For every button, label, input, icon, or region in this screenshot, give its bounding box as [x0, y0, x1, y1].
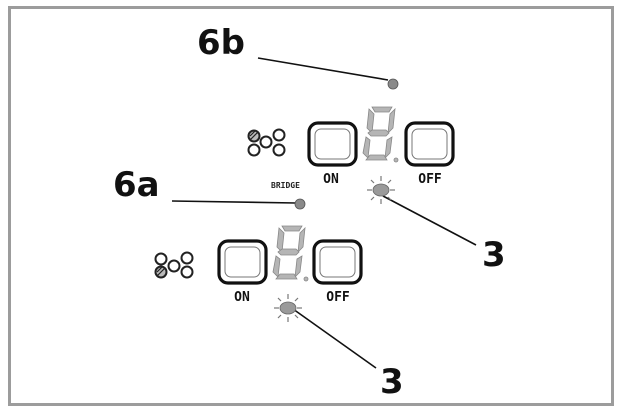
- off-button-bottom[interactable]: [312, 239, 363, 285]
- led-6a: [294, 198, 306, 210]
- burner-selector-icon: [247, 128, 286, 157]
- indicator-light-icon: [367, 176, 395, 204]
- on-button-top[interactable]: [307, 121, 358, 167]
- led-6b: [387, 78, 399, 90]
- leader-line-6a: [171, 200, 297, 204]
- segment-digit-icon: [362, 106, 399, 163]
- leader-line-3-bottom: [292, 308, 377, 369]
- leader-line-3-top: [382, 195, 477, 246]
- panel-bottom: ON OFF: [154, 225, 363, 322]
- leader-line-6b: [257, 57, 389, 81]
- bridge-label: BRIDGE: [271, 181, 300, 190]
- on-label-bottom: ON: [234, 290, 250, 305]
- callout-6a: 6a: [113, 165, 160, 205]
- segment-digit-icon: [272, 225, 309, 282]
- on-button-bottom[interactable]: [217, 239, 268, 285]
- on-label-top: ON: [323, 172, 339, 187]
- panel-top: ON OFF BRIDGE: [247, 106, 455, 204]
- callout-6b: 6b: [197, 23, 245, 63]
- callout-3-bottom: 3: [380, 362, 404, 402]
- off-label-bottom: OFF: [326, 290, 350, 305]
- callout-3-top: 3: [482, 235, 506, 275]
- burner-selector-icon: [154, 251, 194, 279]
- off-label-top: OFF: [418, 172, 442, 187]
- indicator-light-icon: [274, 294, 302, 322]
- off-button-top[interactable]: [404, 121, 455, 167]
- diagram-frame: [8, 6, 614, 406]
